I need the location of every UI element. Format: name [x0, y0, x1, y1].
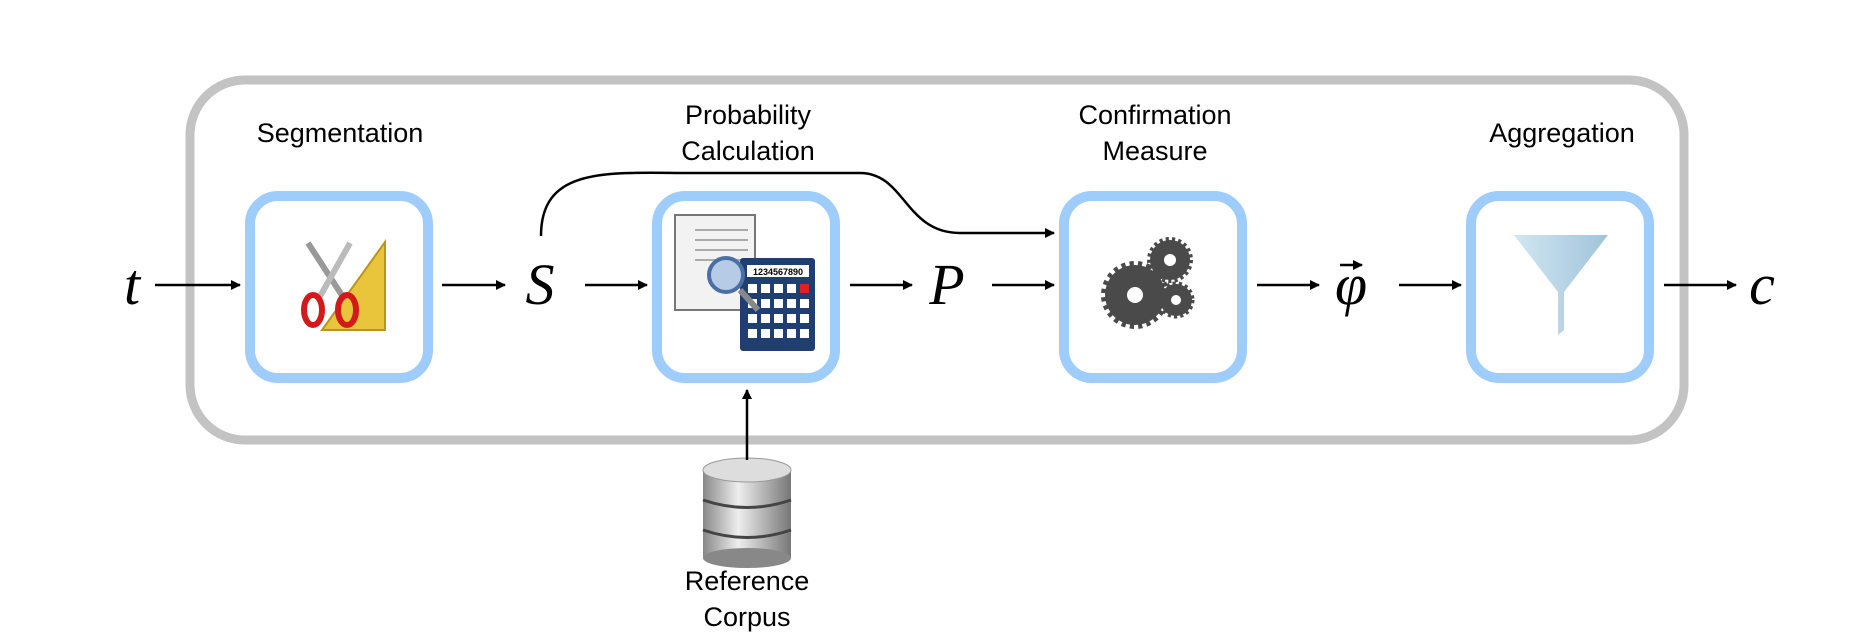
stage-label-measure: Measure: [1102, 136, 1207, 166]
arrow-s-bypass-to-conf: [539, 171, 1055, 238]
document-calculator-icon: 1234567890: [674, 214, 815, 351]
calculator-display: 1234567890: [753, 267, 803, 277]
symbol-s: S: [526, 252, 555, 317]
flow-arrows: [155, 171, 1737, 460]
stage-label-segmentation: Segmentation: [257, 118, 424, 148]
stage-label-confirmation: Confirmation: [1078, 100, 1231, 130]
scissors-ruler-icon: [301, 238, 386, 331]
gears-icon: [1101, 237, 1195, 329]
corpus-label-reference: Reference: [685, 566, 810, 596]
symbol-c: c: [1749, 252, 1775, 317]
symbol-phi: φ: [1335, 252, 1367, 317]
funnel-icon: [1514, 235, 1608, 335]
symbol-p: P: [928, 252, 964, 317]
stage-label-calculation: Calculation: [681, 136, 815, 166]
stage-label-aggregation: Aggregation: [1489, 118, 1635, 148]
pipeline-frame: [185, 75, 1689, 445]
database-icon: [702, 457, 792, 568]
symbol-t: t: [124, 252, 142, 317]
corpus-label-corpus: Corpus: [703, 602, 790, 632]
stage-label-probability: Probability: [685, 100, 812, 130]
